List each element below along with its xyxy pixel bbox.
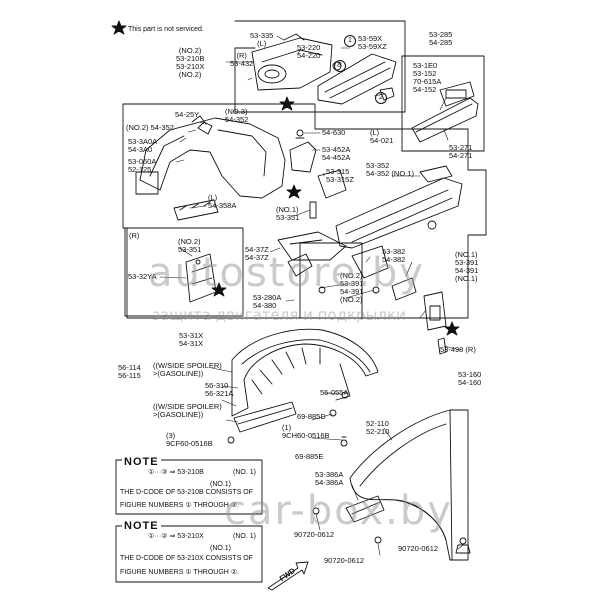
part-label-69-885d: 69-885D [297,412,326,421]
note-boxes [115,459,263,583]
part-label-53-391-no1: (NO.1) 53-391 54-391 (NO.1) [455,250,479,283]
callout-circle-2: 2 [375,92,387,104]
part-label-56-114: 56-114 56-115 [118,363,141,380]
part-label-69-885e: 69-885E [295,452,324,461]
part-label-54-25y: 54-25Y [175,110,200,119]
note-line: THE D-CODE OF 53-210B CONSISTS OF [120,489,254,496]
part-label-53-382: 53-382 54-382 [382,247,406,264]
bracket-parts [289,129,347,219]
part-label-9cf60-0516b: (3) 9CF60-0516B [166,431,213,448]
part-label-53-285: 53-285 54-285 [429,30,453,47]
part-label-52-110: 52-110 52-210 [366,419,390,436]
part-label-53-335: 53-335 (L) [250,31,274,48]
watermark-brand-bottom: car-box.by [224,488,453,534]
wheel-house-panel [135,115,286,221]
note-line: FIGURE NUMBERS ① THROUGH ②. [120,569,239,576]
lower-reinforcement [277,231,347,277]
star-marker-icon [211,282,227,297]
part-label-90720-0612-a: 90720-0612 [294,530,335,539]
part-label-53-352: 53-352 54-352 (NO.1) [366,161,414,178]
part-label-53-210b: (NO.2) 53-210B 53-210X (NO.2) [176,46,205,79]
note-line: ①···③ ⇒ 53-210B [148,469,204,476]
note-line: ①···② ⇒ 53-210X [148,533,204,540]
part-label-54-37z: 54-37Z 54-37Z [245,245,269,262]
part-label-53-160: 53-160 54-160 [458,370,482,387]
upper-apron-member [335,165,463,249]
forward-arrow-icon [267,561,309,591]
part-label-53-391-no2: (NO.2) 53-391 54-391 (NO.2) [340,271,364,304]
part-label-53-498: 53-498 (R) [440,345,476,354]
part-label-53-452a: 53-452A 54-452A [322,145,351,162]
part-label-53-3a0a: 53-3A0A 54-3A0 [128,137,158,154]
part-label-56-055a: 56-055A [320,388,349,397]
legend-text: This part is not serviced. [128,26,204,33]
right-side-subframe [124,227,244,317]
note-line: THE D-CODE OF 53-210X CONSISTS OF [120,555,254,562]
note-line: (NO. 1) [233,533,256,540]
strut-area-brackets [318,245,417,301]
leader-lines [159,35,463,556]
part-label-53-060a: 53-060A 52-125 [128,157,157,174]
part-label-54-352-no3: (NO.3) 54-352 [225,107,249,124]
lower-fender-bracket [345,495,385,523]
watermark-caption: защита двигателя и подкрылки [152,306,406,324]
note-heading: NOTE [122,520,161,532]
part-label-53-31x: 53-31X 54-31X [179,331,204,348]
callout-circle-3: 3 [334,60,346,72]
part-label-53-59x: 53-59X 53-59XZ [358,34,387,51]
note-line: (NO.1) [210,481,231,488]
star-marker-icon [286,184,302,199]
part-label-9ch60-0516b: (1) 9CH60-0516B [282,423,330,440]
fender-liner [231,328,379,433]
part-label-spoiler-gasoline-2: ((W/SIDE SPOILER) >(GASOLINE)) [153,402,222,419]
part-label-r-group: (R) [129,231,140,240]
part-label-53-432: (R) 53-432 [230,51,254,68]
callout-circle-1: 1 [344,35,356,47]
part-label-53-32ya: 53-32YA [128,272,157,281]
part-label-53-1e0: 53-1E0 53-152 70-615A 54-152 [413,61,442,94]
top-section-frame [234,20,485,152]
note-line: (NO.1) [210,545,231,552]
part-label-54-358a: (L) 54-358A [208,193,237,210]
part-label-53-386a: 53-386A 54-386A [315,470,344,487]
part-label-53-220: 53-220 54-220 [297,43,321,60]
part-label-53-280a: 53-280A 54-380 [253,293,282,310]
note-line: (NO. 1) [233,469,256,476]
part-label-90720-0612-b: 90720-0612 [324,556,365,565]
front-side-member [411,81,479,143]
part-label-53-315: 53-315 53-315Z [326,167,354,184]
part-label-56-310: 56-310 56-321A [205,381,234,398]
part-label-54-021: (L) 54-021 [370,128,394,145]
part-label-53-271: 53-271 54-271 [449,143,473,160]
fasteners [227,391,471,554]
star-marker-icon [279,96,295,111]
side-bracket-assembly [423,291,447,355]
part-label-54-630: 54-630 [322,128,346,137]
watermark-brand: autostore.by [148,250,425,296]
part-label-spoiler-gasoline-1: ((W/SIDE SPOILER) >(GASOLINE)) [153,361,222,378]
part-label-53-351-no1: (NO.1) 53-351 [276,205,300,222]
legend-star-icon [111,20,127,35]
note-line: FIGURE NUMBERS ① THROUGH ③. [120,502,239,509]
note-heading: NOTE [122,456,161,468]
part-label-90720-0612-c: 90720-0612 [398,544,439,553]
star-marker-icon [444,321,460,336]
strut-bracket-subframe [299,242,363,319]
part-label-53-351-no2: (NO.2) 53-351 [178,237,202,254]
part-label-54-352-no2: (NO.2) 54-352 [126,123,174,132]
